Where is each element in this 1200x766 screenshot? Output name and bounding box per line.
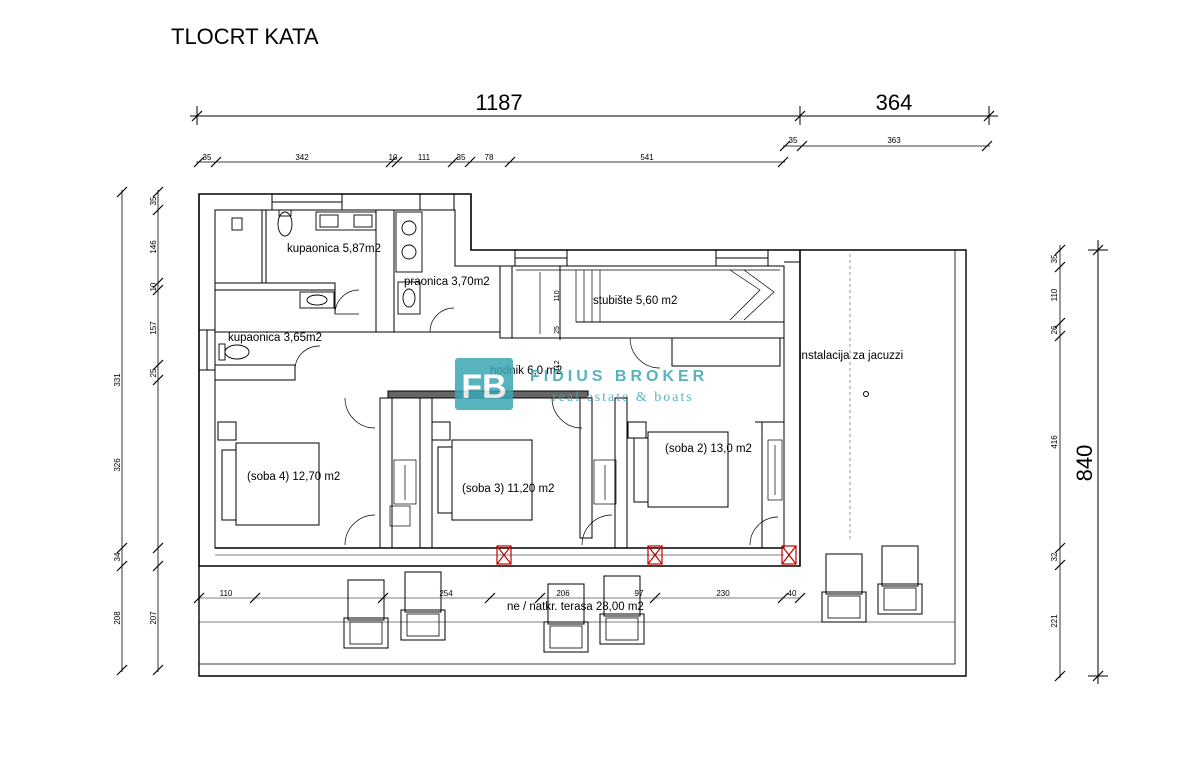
dim-label: 35 <box>1050 254 1059 263</box>
room-labels: kupaonica 5,87m2 praonica 3,70m2 stubišt… <box>228 243 903 613</box>
room-label-room2: (soba 2) 13,0 m2 <box>665 443 752 455</box>
dim-label: 78 <box>485 153 494 162</box>
watermark-tagline: real estate & boats <box>552 390 694 405</box>
dim-label: 10 <box>389 153 398 162</box>
dim-label: 110 <box>1050 288 1059 301</box>
dim-label: 541 <box>640 153 654 162</box>
top-small-dims: 35 342 10 111 35 78 541 35 363 <box>193 136 993 168</box>
dim-label: 34 <box>113 552 122 561</box>
watermark-logo-letters: FB <box>461 368 506 406</box>
dim-label: 110 <box>554 290 561 301</box>
plan-title: TLOCRT KATA <box>171 24 319 49</box>
dim-label: 230 <box>716 589 730 598</box>
room-label-room3: (soba 3) 11,20 m2 <box>462 483 554 495</box>
dim-label: 342 <box>295 153 309 162</box>
dim-label: 363 <box>887 136 901 145</box>
dim-label: 416 <box>1050 435 1059 449</box>
dim-label: 35 <box>203 153 212 162</box>
watermark: FB FIDIUS BROKER real estate & boats <box>455 358 708 410</box>
staircase <box>516 269 780 334</box>
bottom-small-dims: 110 254 206 97 230 40 <box>220 589 797 598</box>
dim-total-right: 364 <box>876 90 913 115</box>
watermark-logo-box <box>455 358 513 410</box>
right-small-dims: 35 110 26 416 32 221 <box>1050 254 1059 628</box>
dim-label: 254 <box>439 589 453 598</box>
beds <box>217 421 729 526</box>
room-label-laundry: praonica 3,70m2 <box>404 276 490 288</box>
left-small-dims: 35 146 10 157 331 25 326 34 208 207 <box>113 196 158 625</box>
bottom-dim-line <box>193 592 806 604</box>
jacuzzi-marker <box>863 391 869 397</box>
dim-label: 32 <box>1050 552 1059 561</box>
room-label-room4: (soba 4) 12,70 m2 <box>247 471 340 483</box>
dim-label: 35 <box>149 196 158 205</box>
dim-label: 326 <box>113 458 122 472</box>
right-dimension-lines <box>1054 240 1108 684</box>
dim-total-left: 1187 <box>475 90 522 115</box>
dim-label: 26 <box>1050 325 1059 334</box>
windows <box>198 193 769 371</box>
vent-markers <box>496 545 797 565</box>
dim-label: 25 <box>554 326 561 334</box>
dim-label: 111 <box>418 153 431 162</box>
dim-label: 112 <box>554 360 561 371</box>
dim-label: 10 <box>149 282 158 291</box>
top-dimension-lines <box>190 106 998 163</box>
dim-label: 110 <box>220 589 233 598</box>
stair-dims: 110 25 112 <box>554 290 561 371</box>
watermark-brand: FIDIUS BROKER <box>530 368 708 385</box>
dim-label: 35 <box>789 136 798 145</box>
dim-label: 35 <box>457 153 466 162</box>
dim-label: 221 <box>1050 614 1059 628</box>
dim-label: 40 <box>788 589 797 598</box>
doors <box>294 289 779 546</box>
left-dimension-lines <box>116 186 164 676</box>
dim-label: 208 <box>113 611 122 625</box>
dim-label: 206 <box>556 589 570 598</box>
dim-label: 207 <box>149 611 158 625</box>
room-label-jacuzzi: instalacija za jacuzzi <box>799 350 903 362</box>
room-label-stair: stubište 5,60 m2 <box>593 295 677 307</box>
dim-label: 25 <box>149 368 158 377</box>
outer-walls <box>198 193 967 677</box>
terrace-chairs <box>343 545 923 653</box>
dim-label: 97 <box>635 589 644 598</box>
dim-total-height: 840 <box>1072 445 1097 482</box>
room-label-terrace: ne / natkr. terasa 28,00 m2 <box>507 601 644 613</box>
dim-label: 157 <box>149 321 158 335</box>
dim-label: 331 <box>113 373 122 387</box>
wardrobes <box>389 439 783 527</box>
room-label-bath1: kupaonica 5,87m2 <box>287 243 381 255</box>
room-label-bath2: kupaonica 3,65m2 <box>228 332 322 344</box>
dim-label: 146 <box>149 240 158 254</box>
sanitary-fixtures <box>218 209 423 361</box>
